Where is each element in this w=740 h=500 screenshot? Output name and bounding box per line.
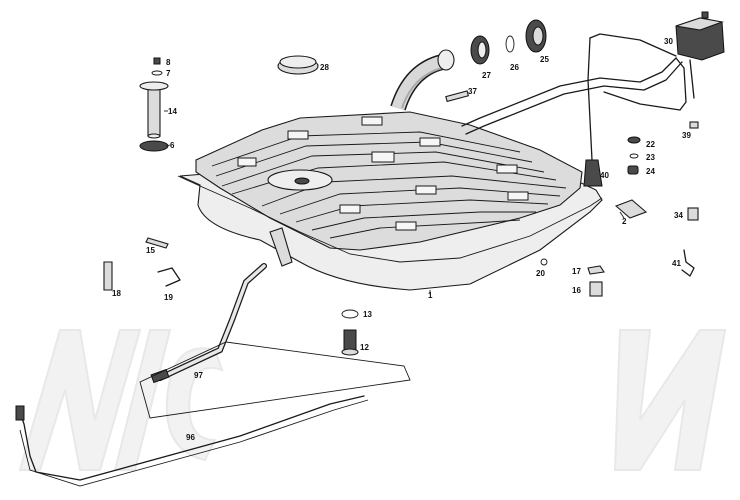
part-6-seal (139, 140, 169, 152)
callout-19: 19 (164, 293, 173, 302)
part-96-fuel-line (19, 395, 365, 481)
part-97-vent-pipe (150, 263, 267, 384)
callout-37: 37 (468, 87, 477, 96)
callout-27: 27 (482, 71, 491, 80)
fuel-lines (461, 33, 695, 161)
part-96-fitting (15, 405, 25, 421)
callout-12: 12 (360, 343, 369, 352)
part-39-clip (689, 121, 699, 129)
callout-22: 22 (646, 140, 655, 149)
callout-41: 41 (672, 259, 681, 268)
callout-14: 14 (168, 107, 177, 116)
callout-30: 30 (664, 37, 673, 46)
watermark-graphic (18, 329, 727, 471)
part-96-outline (19, 399, 369, 487)
callout-18: 18 (112, 289, 121, 298)
part-19-bracket (157, 267, 181, 287)
part-26-gasket (505, 35, 515, 53)
part-8-nut (153, 57, 161, 65)
part-40-hose (583, 159, 603, 187)
callout-25: 25 (540, 55, 549, 64)
part-24-nut (627, 165, 639, 175)
fuel-tank (177, 111, 603, 291)
callout-1: 1 (428, 291, 433, 300)
part-41-clamp (681, 249, 695, 277)
part-22-washer (627, 136, 641, 144)
callout-96: 96 (186, 433, 195, 442)
part-30-expansion-tank (675, 11, 725, 61)
part-23-ring (629, 153, 639, 159)
part-97-outline (139, 341, 411, 419)
part-25-cap (525, 19, 547, 53)
callout-2: 2 (622, 217, 627, 226)
callout-labels: 1 2 6 7 8 12 13 14 15 16 17 18 19 20 22 … (112, 37, 691, 442)
callout-13: 13 (363, 310, 372, 319)
tank-mounting-pads (237, 116, 529, 231)
callout-97: 97 (194, 371, 203, 380)
callout-23: 23 (646, 153, 655, 162)
part-16-plug (589, 281, 603, 297)
callout-7: 7 (166, 69, 171, 78)
part-2-bracket (614, 199, 648, 219)
part-28-cover (277, 55, 319, 75)
callout-15: 15 (146, 246, 155, 255)
callout-20: 20 (536, 269, 545, 278)
part-20-washer (540, 258, 548, 266)
leader-lines (164, 110, 625, 294)
part-17-pad (587, 265, 605, 275)
part-14-fuel-sender (139, 81, 169, 139)
callout-8: 8 (166, 58, 171, 67)
part-27-flange (470, 35, 490, 65)
callout-16: 16 (572, 286, 581, 295)
callout-24: 24 (646, 167, 655, 176)
callout-28: 28 (320, 63, 329, 72)
callout-40: 40 (600, 171, 609, 180)
part-12-drain-plug (341, 329, 359, 356)
callout-34: 34 (674, 211, 683, 220)
callout-26: 26 (510, 63, 519, 72)
filler-neck (390, 49, 455, 111)
part-13-seal (341, 309, 359, 319)
callout-39: 39 (682, 131, 691, 140)
part-34-clip (687, 207, 699, 221)
part-15-strap (145, 237, 169, 249)
callout-6: 6 (170, 141, 175, 150)
part-7-washer (151, 70, 163, 76)
part-37-bolt (445, 90, 470, 103)
callout-17: 17 (572, 267, 581, 276)
part-18-bracket (103, 261, 113, 291)
